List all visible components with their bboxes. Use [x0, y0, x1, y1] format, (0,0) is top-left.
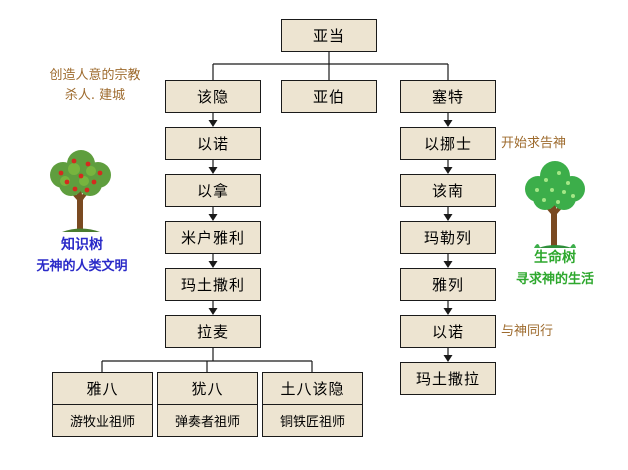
life-tree-caption: 寻求神的生活	[515, 272, 594, 287]
knowledge-tree-label: 知识树	[61, 237, 103, 253]
node-label: 该南	[431, 182, 464, 200]
node-jubal: 犹八 弹奏者祖师	[157, 372, 258, 437]
node-kenan: 该南	[400, 174, 496, 207]
node-seth: 塞特	[400, 80, 496, 113]
node-tubal-cain-title: 铜铁匠祖师	[279, 415, 345, 430]
node-adam: 亚当	[281, 19, 377, 52]
node-tubal-cain: 土八该隐 铜铁匠祖师	[262, 372, 363, 437]
node-adam-label: 亚当	[312, 27, 345, 45]
node-jubal-name: 犹八	[158, 373, 257, 405]
node-label: 拉麦	[196, 323, 229, 341]
node-label: 玛勒列	[423, 229, 472, 247]
node-mehujael: 米户雅利	[165, 221, 261, 254]
node-lamech: 拉麦	[165, 315, 261, 348]
node-enosh: 以挪士	[400, 127, 496, 160]
node-abel: 亚伯	[281, 80, 377, 113]
node-jubal-title: 弹奏者祖师	[174, 415, 240, 430]
node-seth-label: 塞特	[431, 88, 464, 106]
node-cain-label: 该隐	[196, 88, 229, 106]
node-irad: 以拿	[165, 174, 261, 207]
node-label: 以拿	[196, 182, 229, 200]
node-label: 以诺	[431, 323, 464, 341]
node-label: 米户雅利	[180, 229, 245, 247]
node-label: 以诺	[196, 135, 229, 153]
node-abel-label: 亚伯	[312, 88, 345, 106]
node-enoch: 以诺	[400, 315, 496, 348]
node-cain: 该隐	[165, 80, 261, 113]
node-label: 雅列	[431, 276, 464, 294]
node-methushael: 玛土撒利	[165, 268, 261, 301]
enosh-note: 开始求告神	[501, 136, 567, 151]
node-methuselah: 玛土撒拉	[400, 362, 496, 395]
knowledge-tree-icon	[50, 150, 111, 232]
node-label: 玛土撒利	[180, 276, 245, 294]
node-label: 以挪士	[423, 135, 472, 153]
cain-note-line1: 创造人意的宗教	[49, 68, 141, 83]
node-mahalalel: 玛勒列	[400, 221, 496, 254]
node-jabal-name: 雅八	[53, 373, 152, 405]
node-label: 玛土撒拉	[415, 370, 480, 388]
node-jared: 雅列	[400, 268, 496, 301]
life-tree-icon	[525, 161, 585, 248]
enoch-note: 与神同行	[501, 324, 554, 339]
cain-note-line2: 杀人. 建城	[64, 88, 126, 103]
node-enoch-of-cain: 以诺	[165, 127, 261, 160]
knowledge-tree-caption: 无神的人类文明	[36, 259, 128, 274]
node-jabal: 雅八 游牧业祖师	[52, 372, 153, 437]
node-tubal-cain-name: 土八该隐	[263, 373, 362, 405]
node-jabal-title: 游牧业祖师	[69, 415, 135, 430]
life-tree-label: 生命树	[534, 250, 576, 266]
